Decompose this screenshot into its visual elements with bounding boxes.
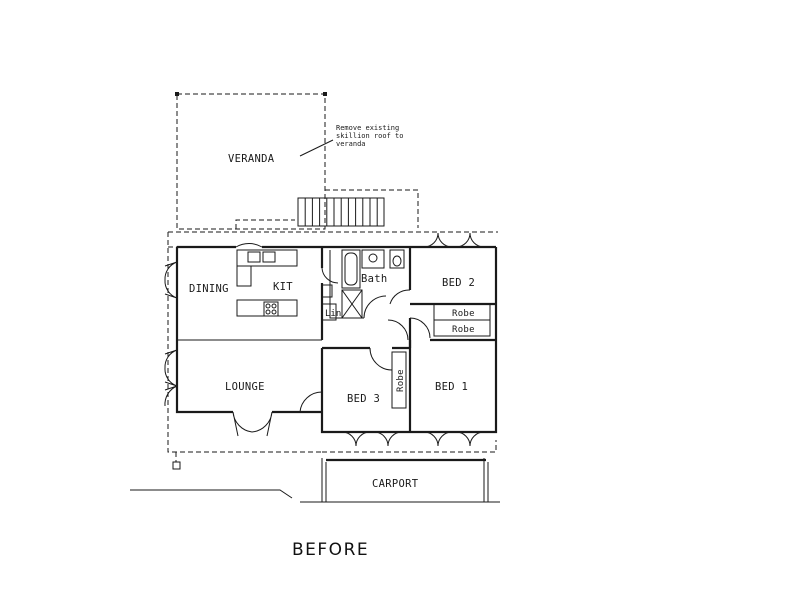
interior-walls	[176, 247, 496, 432]
note-line-1: Remove existing	[336, 124, 399, 132]
room-label-bed2: BED 2	[442, 277, 475, 289]
room-label-bath: Bath	[361, 273, 388, 285]
room-label-lounge: LOUNGE	[225, 381, 265, 393]
room-label-robe-a: Robe	[452, 309, 475, 319]
doors	[164, 232, 485, 447]
note-line-3: veranda	[336, 140, 366, 148]
room-label-dining: DINING	[189, 283, 229, 295]
exterior-walls	[167, 231, 498, 470]
room-label-bed3: BED 3	[347, 393, 380, 405]
carport-outline	[130, 458, 500, 503]
room-label-robe-bed3: Robe	[396, 369, 406, 392]
room-label-carport: CARPORT	[372, 478, 419, 490]
stairs	[297, 197, 385, 227]
veranda-outline	[175, 92, 419, 230]
kitchen-fixtures	[236, 249, 337, 321]
room-label-robe-b: Robe	[452, 325, 475, 335]
plan-title: BEFORE	[292, 540, 369, 560]
note-line-2: skillion roof to	[336, 132, 403, 140]
annotation-note: Remove existing skillion roof to veranda	[299, 124, 403, 157]
bath-fixtures	[341, 249, 405, 319]
room-label-bed1: BED 1	[435, 381, 468, 393]
room-label-linen: Lin	[325, 309, 341, 319]
room-label-veranda: VERANDA	[228, 153, 275, 165]
room-label-kitchen: KIT	[273, 281, 293, 293]
